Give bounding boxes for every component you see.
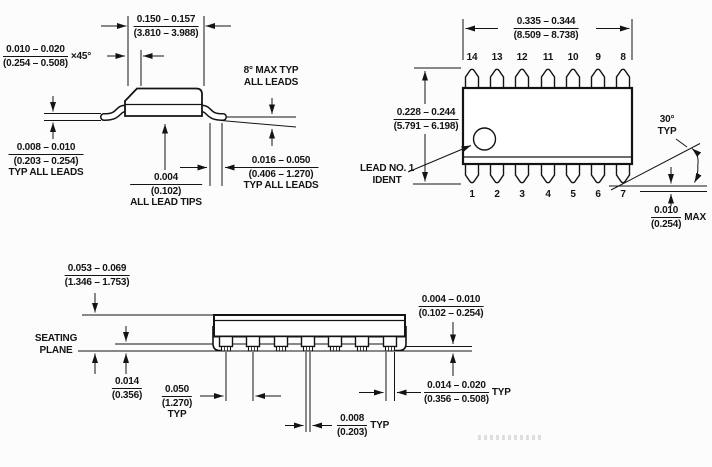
pin-number-top-11: 11 bbox=[542, 52, 554, 63]
pin-number-top-10: 10 bbox=[567, 52, 579, 63]
label-seating-plane: SEATING PLANE bbox=[34, 333, 78, 356]
dim-tip-protrusion-max: 0.010(0.254) MAX bbox=[651, 205, 706, 230]
dim-overall-height: 0.053 – 0.069(1.346 – 1.753) bbox=[64, 263, 130, 288]
dim-lead-tips: 0.004(0.102) ALL LEAD TIPS bbox=[130, 172, 202, 208]
pin-number-bottom-5: 5 bbox=[570, 189, 576, 200]
faded-print-artifact bbox=[478, 435, 544, 440]
dim-chamfer-45deg: 0.010 – 0.020(0.254 – 0.508) ×45° bbox=[3, 44, 91, 69]
dim-body-width-end-view: 0.150 – 0.157(3.810 – 3.988) bbox=[133, 14, 199, 39]
top-view-linework bbox=[407, 19, 707, 206]
dim-foot-width: 0.008(0.203) TYP bbox=[337, 413, 390, 438]
end-view-linework bbox=[44, 16, 297, 186]
pin-number-bottom-1: 1 bbox=[469, 189, 475, 200]
dim-body-width-top-view: 0.228 – 0.244(5.791 – 6.198) bbox=[393, 107, 459, 132]
pin-number-bottom-2: 2 bbox=[494, 189, 500, 200]
pin-number-bottom-7: 7 bbox=[620, 189, 626, 200]
dim-body-length: 0.335 – 0.344(8.509 – 8.738) bbox=[513, 16, 579, 41]
pin-number-top-9: 9 bbox=[595, 52, 601, 63]
pin-number-top-8: 8 bbox=[620, 52, 626, 63]
pin-number-top-14: 14 bbox=[466, 52, 478, 63]
pin-number-bottom-4: 4 bbox=[545, 189, 551, 200]
pin-number-top-12: 12 bbox=[516, 52, 528, 63]
dim-lead-width: 0.014 – 0.020(0.356 – 0.508) TYP bbox=[424, 380, 511, 405]
pin-number-top-13: 13 bbox=[491, 52, 503, 63]
dim-tip-thickness: 0.004 – 0.010(0.102 – 0.254) bbox=[418, 294, 484, 319]
side-view-linework bbox=[78, 293, 472, 432]
dim-lead-thickness: 0.008 – 0.010(0.203 – 0.254) TYP ALL LEA… bbox=[8, 142, 84, 178]
dim-standoff: 0.014(0.356) bbox=[111, 376, 143, 401]
dim-lead-pitch: 0.050(1.270) TYP bbox=[161, 384, 193, 420]
note-lead-angle-8deg: 8° MAX TYP ALL LEADS bbox=[243, 65, 299, 88]
lead1-ident-dot bbox=[472, 127, 497, 151]
dim-foot-length: 0.016 – 0.050(0.406 – 1.270) TYP ALL LEA… bbox=[243, 155, 319, 191]
note-bend-angle-30deg: 30° TYP bbox=[657, 114, 677, 137]
pin-number-bottom-3: 3 bbox=[519, 189, 525, 200]
label-lead1-ident: LEAD NO. 1 IDENT bbox=[359, 163, 415, 186]
pin-number-bottom-6: 6 bbox=[595, 189, 601, 200]
